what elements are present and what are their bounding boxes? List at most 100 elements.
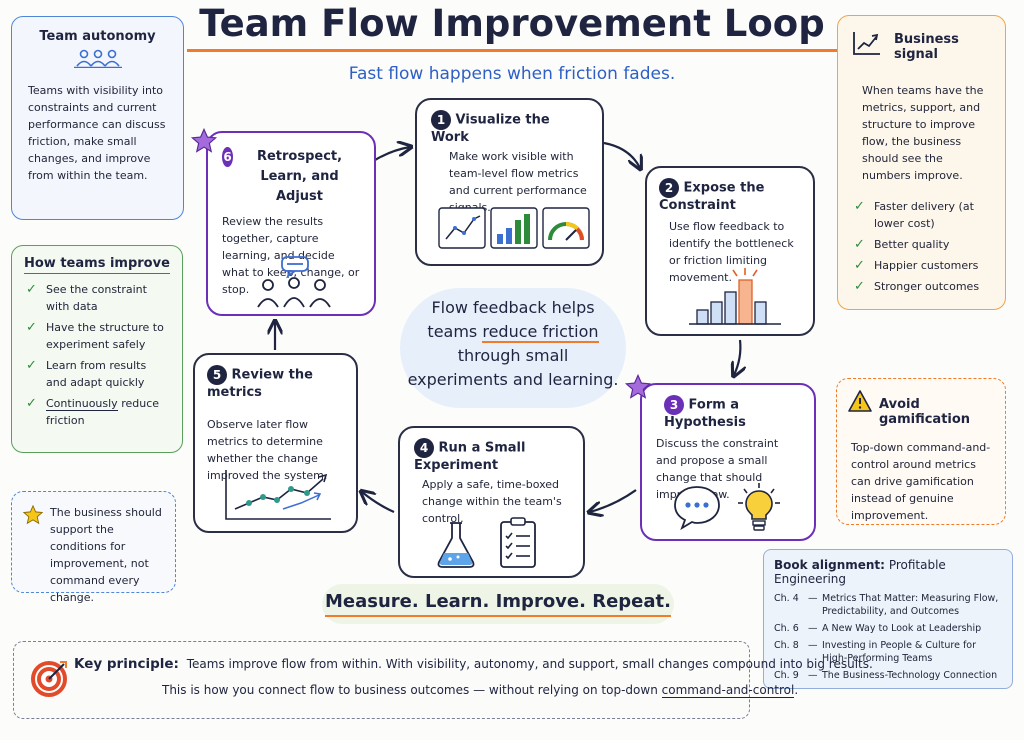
list-item-text: Have the structure to experiment safely [46,321,164,351]
list-item-text: Stronger outcomes [874,280,980,293]
tagline-band [322,584,674,624]
how-teams-improve-card: How teams improve ✓ See the constraint wi… [11,245,183,453]
key-principle-line-2-post: . [794,683,799,697]
step-6-number: 6 [222,147,234,167]
list-item: ✓Better quality [852,236,991,253]
check-icon: ✓ [854,199,865,214]
step-2-number: 2 [659,178,679,198]
step-4-card: 4 Run a Small Experiment Apply a safe, t… [398,426,585,578]
chapter-title: The Business-Technology Connection [822,670,998,681]
lightbulb-icon [738,483,780,531]
step-3-title: 3 Form a Hypothesis [656,395,800,430]
list-item-text: reduce friction [46,397,160,427]
list-item: ✓ Learn from results and adapt quickly [24,357,170,391]
check-icon: ✓ [854,258,865,273]
step-2-card: 2 Expose the Constraint Use flow feedbac… [645,166,815,336]
business-support-note: The business should support the conditio… [11,491,176,604]
key-principle-card: Key principle: Teams improve flow from w… [13,641,873,719]
key-principle-line-2: This is how you connect flow to business… [74,680,798,700]
team-autonomy-body: Teams with visibility into constraints a… [28,84,166,182]
growth-chart-icon [853,32,880,55]
step-6-title: 6 Retrospect, Learn, and Adjust [222,147,360,207]
step-5-body: Observe later flow metrics to determine … [207,418,328,482]
arrow-1-to-2 [603,141,640,168]
step-2-body: Use flow feedback to identify the bottle… [669,220,794,284]
list-item-text: See the constraint with data [46,283,147,313]
chapter-number: Ch. 9 [774,670,799,681]
arrow-6-to-1 [374,147,410,161]
key-principle-line-1: Key principle: Teams improve flow from w… [74,654,873,674]
check-icon: ✓ [26,358,37,373]
key-principle-text: Teams improve flow from within. With vis… [186,657,873,671]
star-icon [22,504,44,525]
center-line-1: Flow feedback helps [431,298,595,317]
business-signal-list: ✓Faster delivery (at lower cost) ✓Better… [852,198,991,295]
team-autonomy-heading: Team autonomy [39,29,156,44]
step-3-number: 3 [664,395,684,415]
how-teams-improve-heading-text: How teams improve [24,256,170,274]
check-icon: ✓ [26,320,37,335]
list-item: ✓Continuously reduce friction [24,395,170,429]
tagline-text: Measure. Learn. Improve. Repeat. [325,591,671,617]
arrow-2-to-3 [734,339,740,375]
warning-icon [848,390,872,412]
step-1-title-text: Visualize the Work [431,112,550,146]
business-signal-card: Business signal When teams have the metr… [837,15,1006,310]
page-title: Team Flow Improvement Loop [0,2,1024,52]
step-5-card: 5 Review the metrics Observe later flow … [193,353,358,533]
avoid-gamification-heading: Avoid gamification [879,397,971,427]
step-3-card: 3 Form a Hypothesis Discuss the constrai… [640,383,816,541]
center-line-2: teams reduce friction [395,320,631,344]
step-1-title: 1 Visualize the Work [431,110,588,145]
business-signal-body: When teams have the metrics, support, an… [862,84,984,182]
book-alignment-label: Book alignment: [774,558,885,572]
chapter-row: Ch. 9—The Business-Technology Connection [774,670,998,681]
key-principle-underlined: command-and-control [661,683,795,698]
trend-chart-icon [225,470,331,520]
check-icon: ✓ [854,279,865,294]
book-name: Profitable Engineering [774,558,946,586]
bottleneck-bars-icon [689,268,781,325]
team-autonomy-card: Team autonomy Teams with visibility into… [11,16,184,220]
list-item-text: Faster delivery (at lower cost) [874,200,974,230]
step-5-title-text: Review the metrics [207,367,313,401]
step-1-card: 1 Visualize the Work Make work visible w… [415,98,604,266]
center-line-2-underlined: reduce friction [482,322,599,343]
center-message [400,288,626,408]
check-icon: ✓ [26,396,37,411]
list-item: ✓ Happier customers [852,257,991,274]
page-title-text: Team Flow Improvement Loop [187,2,837,52]
list-item-text: Better quality [874,238,950,251]
list-item: ✓ Faster delivery (at lower cost) [852,198,991,232]
chapter-number: Ch. 6 [774,623,799,634]
check-icon: ✓ [26,282,37,297]
step-5-title: 5 Review the metrics [207,365,344,400]
list-item-text: Happier customers [874,259,979,272]
book-alignment-heading: Book alignment: Profitable Engineering [774,558,1002,586]
key-principle-line-2-pre: This is how you connect flow to business… [162,683,662,697]
team-discussion-icon [257,256,331,308]
key-principle-label: Key principle: [74,656,179,672]
step-1-body: Make work visible with team-level flow m… [449,150,587,214]
list-item: ✓ See the constraint with data [24,281,170,315]
arrow-4-to-5 [362,492,395,514]
book-alignment-card: Book alignment: Profitable Engineering C… [763,549,1013,689]
step-2-title-text: Expose the Constraint [659,180,765,214]
business-signal-heading: Business signal [894,32,959,62]
chapter-row: Ch. 8—Investing in People & Culture for … [774,639,1002,665]
avoid-gamification-body: Top-down command-and-control around metr… [851,441,991,522]
center-message-text: Flow feedback helps teams reduce frictio… [395,296,631,392]
tagline: Measure. Learn. Improve. Repeat. [310,591,686,617]
step-4-title: 4 Run a Small Experiment [414,438,569,473]
center-line-4: experiments and learning. [407,370,619,389]
list-item-text: Learn from results and adapt quickly [46,359,147,389]
step-5-number: 5 [207,365,227,385]
checklist-icon [500,517,536,568]
flask-icon [437,522,475,568]
flow-metrics-icons [438,207,590,249]
chapter-title: Investing in People & Culture for High-P… [822,640,977,664]
avoid-gamification-card: Avoid gamification Top-down command-and-… [836,378,1006,525]
chapter-title: Metrics That Matter: Measuring Flow, Pre… [822,593,999,617]
step-1-number: 1 [431,110,451,130]
